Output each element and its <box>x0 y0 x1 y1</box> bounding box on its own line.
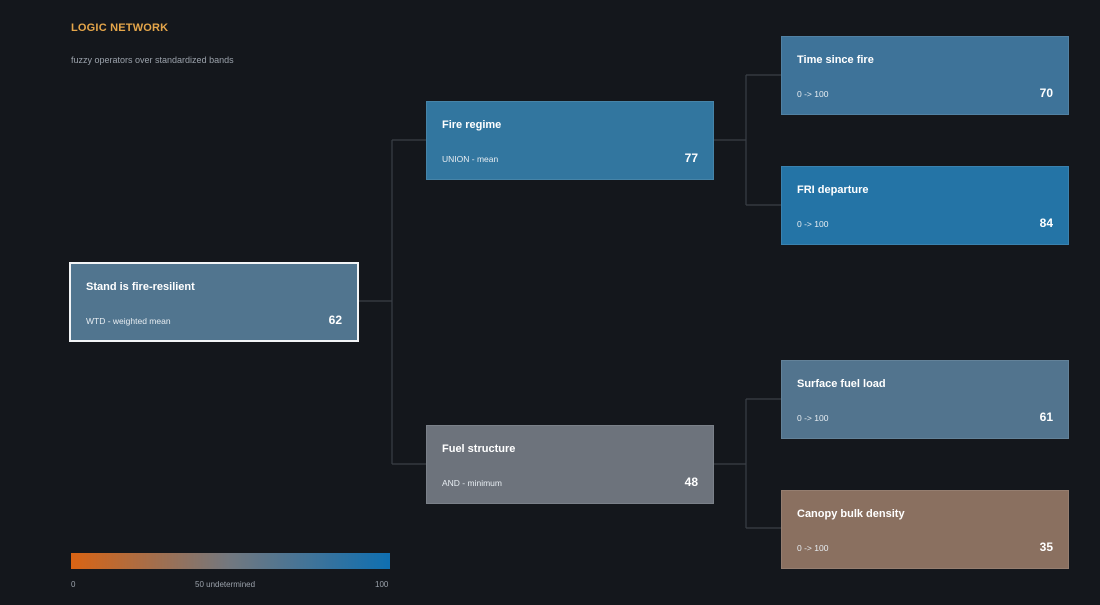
node-operator: 0 -> 100 <box>797 89 829 99</box>
node-time-since-fire[interactable]: Time since fire 0 -> 100 70 <box>781 36 1069 115</box>
edge-fire-regime-to-leaves <box>713 74 781 206</box>
edge-root-to-children <box>358 139 426 465</box>
node-operator: AND - minimum <box>442 478 502 488</box>
node-operator: 0 -> 100 <box>797 219 829 229</box>
node-value: 61 <box>1039 410 1053 424</box>
legend-min-label: 0 <box>71 580 76 589</box>
node-canopy-bulk-density[interactable]: Canopy bulk density 0 -> 100 35 <box>781 490 1069 569</box>
node-title: Time since fire <box>797 54 874 66</box>
node-value: 84 <box>1039 216 1053 230</box>
legend-max-label: 100 <box>375 580 389 589</box>
node-value: 48 <box>684 475 698 489</box>
node-operator: WTD - weighted mean <box>86 316 171 326</box>
edge-fuel-structure-to-leaves <box>713 398 781 529</box>
node-operator: 0 -> 100 <box>797 413 829 423</box>
node-fuel-structure[interactable]: Fuel structure AND - minimum 48 <box>426 425 714 504</box>
node-value: 35 <box>1039 540 1053 554</box>
node-title: FRI departure <box>797 184 869 196</box>
node-surface-fuel-load[interactable]: Surface fuel load 0 -> 100 61 <box>781 360 1069 439</box>
node-value: 70 <box>1039 86 1053 100</box>
page-subtitle: fuzzy operators over standardized bands <box>71 55 234 65</box>
node-fri-departure[interactable]: FRI departure 0 -> 100 84 <box>781 166 1069 245</box>
legend-mid-label: 50 undetermined <box>195 580 256 589</box>
node-fire-regime[interactable]: Fire regime UNION - mean 77 <box>426 101 714 180</box>
node-stand-fire-resilient[interactable]: Stand is fire-resilient WTD - weighted m… <box>69 262 359 342</box>
node-title: Canopy bulk density <box>797 508 905 520</box>
node-operator: 0 -> 100 <box>797 543 829 553</box>
node-title: Stand is fire-resilient <box>86 281 195 293</box>
color-scale-bar <box>71 553 390 569</box>
node-title: Fire regime <box>442 119 502 131</box>
node-operator: UNION - mean <box>442 154 499 164</box>
node-value: 62 <box>328 313 342 327</box>
node-title: Surface fuel load <box>797 378 886 390</box>
node-title: Fuel structure <box>442 443 516 455</box>
page-title: LOGIC NETWORK <box>71 22 169 34</box>
node-value: 77 <box>684 151 698 165</box>
